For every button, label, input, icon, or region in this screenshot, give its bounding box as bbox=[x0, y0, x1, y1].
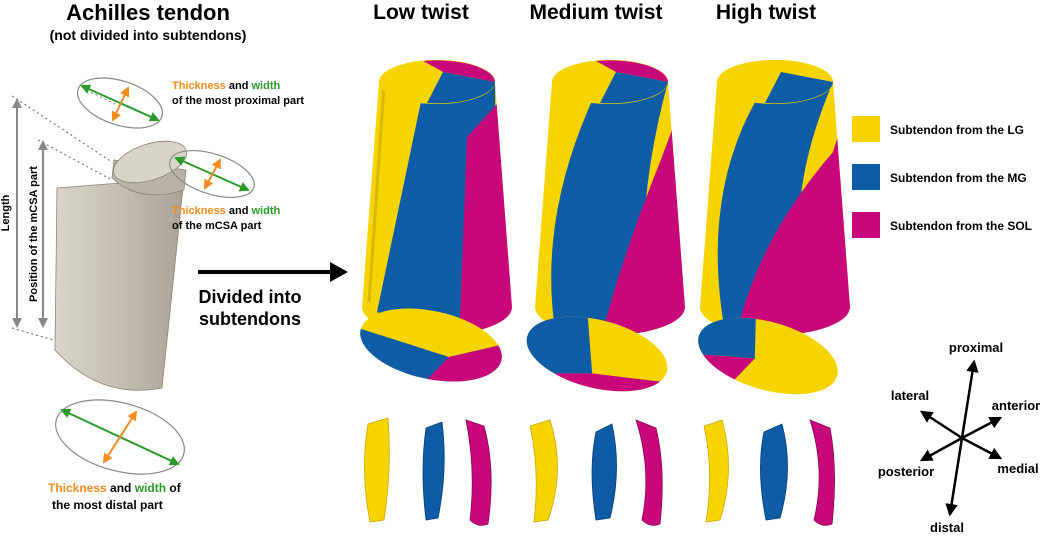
achilles-tendon-shape bbox=[54, 140, 187, 391]
high-twist-subtendons bbox=[703, 419, 835, 526]
divide-label-line1: Divided into bbox=[199, 287, 302, 307]
mcsa-cross-section bbox=[169, 150, 255, 198]
distal-callout-line1: Thickness and width of bbox=[48, 481, 182, 495]
compass-posterior-label: posterior bbox=[878, 464, 934, 479]
left-title: Achilles tendon bbox=[66, 0, 230, 25]
distal-axis-arrow bbox=[945, 437, 964, 517]
proximal-callout-line1: Thickness and width bbox=[172, 80, 280, 92]
legend-label-lg: Subtendon from the LG bbox=[890, 123, 1024, 137]
legend-label-mg: Subtendon from the MG bbox=[890, 171, 1027, 185]
divide-arrow-head bbox=[330, 262, 348, 282]
medium-sol-subtendon bbox=[635, 419, 663, 526]
medium-lg-subtendon bbox=[529, 419, 558, 523]
guide-bottom-line bbox=[11, 327, 61, 343]
column-header-high: High twist bbox=[716, 1, 816, 24]
legend-swatch-mg bbox=[852, 164, 880, 190]
divide-arrow-group: Divided into subtendons bbox=[198, 262, 348, 329]
low-sol-subtendon bbox=[465, 419, 492, 526]
low-twist-subtendons bbox=[364, 417, 492, 526]
mcsa-thickness-arrow bbox=[204, 158, 221, 190]
medial-axis-arrow bbox=[961, 436, 1003, 460]
high-mg-subtendon bbox=[760, 423, 788, 521]
high-twist-model bbox=[700, 60, 850, 335]
medium-twist-model bbox=[535, 60, 685, 335]
low-twist-model bbox=[362, 60, 512, 335]
high-sol-subtendon bbox=[809, 419, 835, 526]
low-top-face bbox=[379, 60, 495, 104]
column-header-low: Low twist bbox=[373, 1, 469, 24]
distal-thickness-arrow bbox=[102, 410, 138, 464]
compass-distal-label: distal bbox=[930, 520, 964, 535]
compass-proximal-label: proximal bbox=[949, 340, 1003, 355]
left-panel: Achilles tendon (not divided into subten… bbox=[0, 0, 304, 512]
lateral-axis-arrow bbox=[919, 410, 963, 440]
low-mg-subtendon bbox=[422, 421, 445, 521]
guide-prox-callout bbox=[89, 91, 121, 107]
distal-callout-line2: the most distal part bbox=[52, 498, 163, 512]
compass-anterior-label: anterior bbox=[992, 398, 1040, 413]
proximal-callout-line2: of the most proximal part bbox=[172, 95, 304, 107]
medium-mg-subtendon bbox=[591, 423, 617, 521]
legend-swatch-lg bbox=[852, 116, 880, 142]
proximal-thickness-arrow bbox=[111, 86, 130, 122]
position-label: Position of the mCSA part bbox=[28, 166, 40, 302]
length-label: Length bbox=[0, 194, 12, 231]
compass-lateral-label: lateral bbox=[891, 388, 929, 403]
medium-twist-subtendons bbox=[529, 419, 663, 526]
anterior-axis-arrow bbox=[961, 416, 1003, 440]
legend-label-sol: Subtendon from the SOL bbox=[890, 219, 1032, 233]
divide-label-line2: subtendons bbox=[199, 309, 301, 329]
high-lg-subtendon bbox=[703, 419, 729, 523]
distal-cross-section bbox=[55, 399, 185, 475]
low-lg-subtendon bbox=[364, 417, 390, 523]
proximal-axis-arrow bbox=[960, 359, 979, 439]
sol-region bbox=[735, 82, 850, 335]
compass-medial-label: medial bbox=[997, 461, 1038, 476]
legend-swatch-sol bbox=[852, 212, 880, 238]
sol-region bbox=[600, 82, 685, 335]
medium-top-face bbox=[552, 60, 668, 104]
orientation-compass: proximal distal lateral medial anterior … bbox=[878, 340, 1040, 535]
mcsa-callout-line1: Thickness and width bbox=[172, 205, 280, 217]
column-header-medium: Medium twist bbox=[529, 1, 662, 24]
guide-top-line bbox=[11, 95, 113, 163]
high-top-face bbox=[717, 60, 833, 104]
left-subtitle: (not divided into subtendons) bbox=[50, 27, 247, 43]
guide-mcsa-line bbox=[37, 139, 113, 181]
proximal-cross-section bbox=[77, 77, 163, 129]
legend: Subtendon from the LG Subtendon from the… bbox=[852, 116, 1032, 238]
posterior-axis-arrow bbox=[919, 436, 963, 462]
mg-region bbox=[717, 82, 835, 332]
mcsa-callout-line2: of the mCSA part bbox=[172, 220, 262, 232]
